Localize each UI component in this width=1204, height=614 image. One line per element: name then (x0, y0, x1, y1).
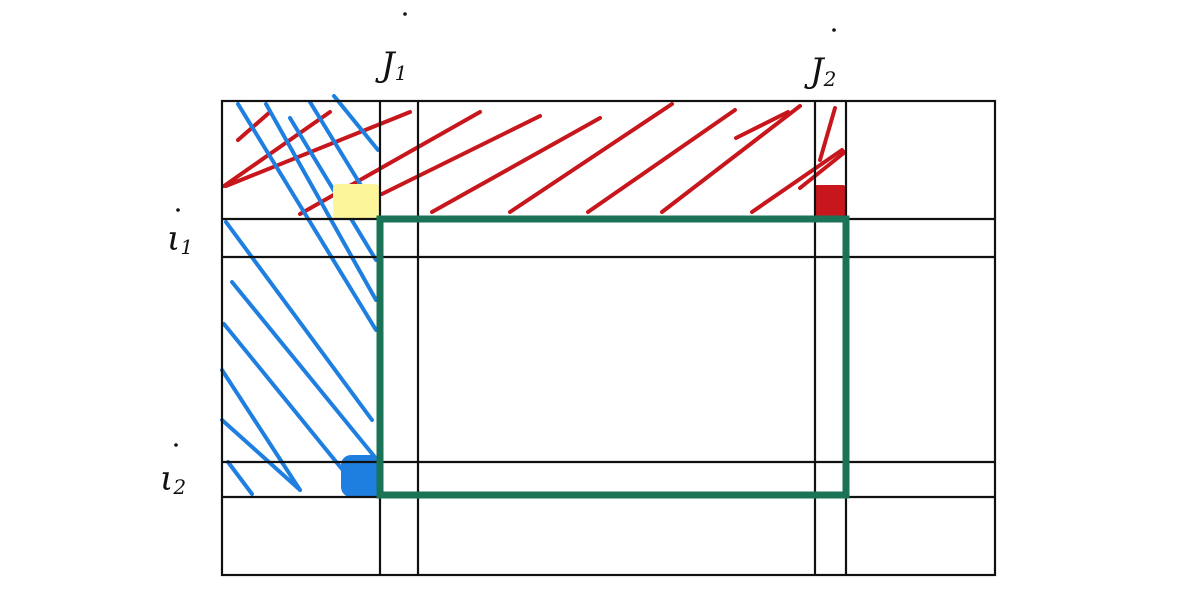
label-i2-sub: 2 (172, 475, 186, 499)
label-j2-base: J (804, 51, 826, 91)
label-j1-base: J (375, 45, 397, 85)
blue-stroke (226, 460, 254, 496)
svg-text:ι1: ι1 (167, 219, 193, 259)
blue-stroke (224, 220, 374, 422)
blue-stroke (236, 102, 378, 332)
green-rectangle (376, 215, 850, 499)
svg-text:J2: J2 (804, 51, 836, 91)
blue-stroke (220, 418, 302, 492)
red-stroke (798, 150, 847, 190)
label-j1: J1 (375, 12, 407, 85)
blue-stroke (222, 322, 348, 476)
label-dot (174, 443, 178, 447)
red-stroke (380, 114, 542, 196)
blue-hatched-region (220, 94, 380, 496)
blue-stroke (230, 280, 376, 458)
label-i1-base: ι (167, 219, 180, 259)
red-stroke (734, 110, 790, 140)
label-i1-sub: 1 (180, 235, 193, 259)
svg-text:ι2: ι2 (160, 459, 186, 499)
grid-outer-border (220, 99, 997, 577)
red-stroke (222, 110, 332, 188)
red-cell (814, 185, 846, 220)
svg-text:J1: J1 (375, 45, 407, 85)
red-stroke (750, 148, 844, 214)
yellow-cell (333, 184, 379, 220)
blue-cell (341, 455, 383, 497)
label-i1: ι1 (167, 208, 193, 259)
red-stroke (430, 116, 602, 214)
label-j2-sub: 2 (823, 67, 837, 91)
red-stroke (818, 106, 837, 162)
red-stroke (236, 110, 272, 142)
grid-lines (220, 99, 997, 577)
blue-stroke (332, 94, 380, 152)
label-i2: ι2 (160, 443, 186, 499)
blue-stroke (220, 368, 302, 492)
label-i2-base: ι (160, 459, 173, 499)
label-j2: J2 (804, 28, 836, 91)
red-hatched-region (222, 102, 847, 216)
label-dot (403, 12, 407, 16)
red-stroke (224, 110, 412, 188)
blue-stroke (264, 102, 378, 302)
red-stroke (660, 104, 802, 214)
label-dot (832, 28, 836, 32)
red-stroke (298, 110, 482, 216)
red-stroke (508, 102, 674, 214)
red-stroke (586, 108, 737, 214)
label-dot (176, 208, 180, 212)
label-j1-sub: 1 (395, 61, 408, 85)
